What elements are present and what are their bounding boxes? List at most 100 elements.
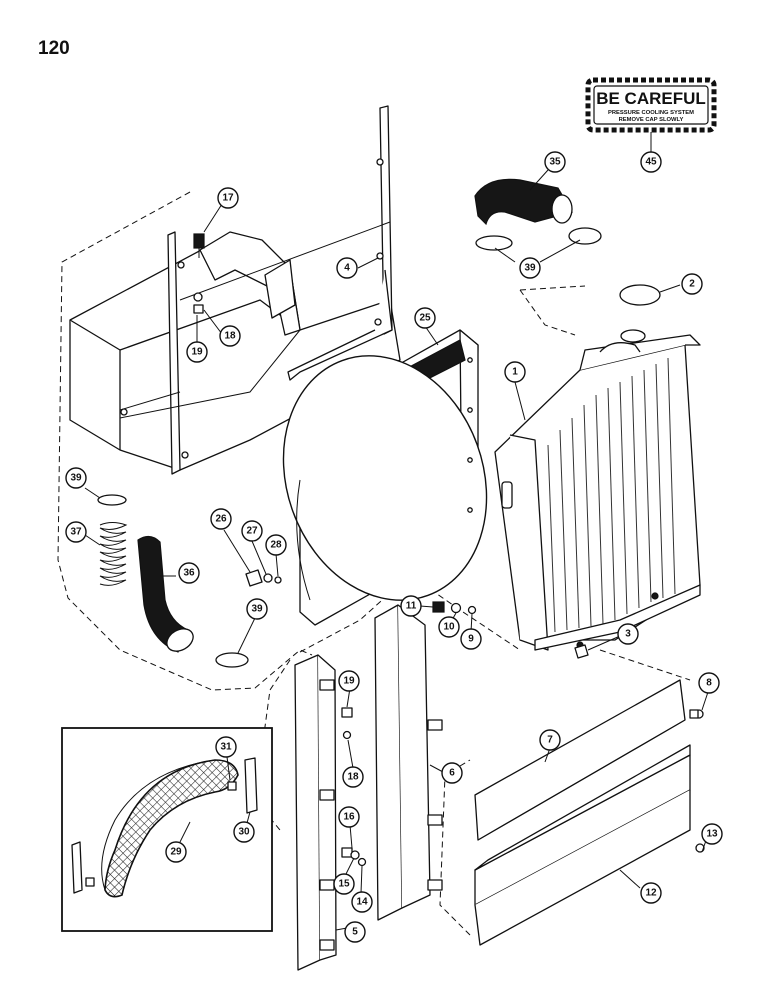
callout-label: 8 <box>706 678 712 689</box>
leader-lines <box>84 132 712 931</box>
callout-label: 36 <box>183 568 195 579</box>
callout-circle <box>344 921 366 943</box>
callout-label: 30 <box>238 827 250 838</box>
callout-18: 18 <box>219 325 241 347</box>
callout-1: 1 <box>504 361 526 383</box>
callout-27: 27 <box>241 520 263 542</box>
callout-circle <box>215 736 237 758</box>
drain-cock <box>574 644 589 659</box>
callout-26: 26 <box>210 508 232 530</box>
callout-label: 19 <box>343 676 355 687</box>
callout-label: 31 <box>220 742 232 753</box>
callout-label: 4 <box>344 263 350 274</box>
callout-19: 19 <box>186 341 208 363</box>
radiator-fasteners <box>432 601 477 615</box>
page-number: 120 <box>38 38 70 59</box>
callout-circle <box>441 762 463 784</box>
callout-circle <box>519 257 541 279</box>
hose-spring <box>97 494 128 586</box>
callout-label: 18 <box>347 772 359 783</box>
warning-decal: BE CAREFUL PRESSURE COOLING SYSTEM REMOV… <box>585 77 717 133</box>
callout-label: 13 <box>706 829 718 840</box>
callout-12: 12 <box>640 882 662 904</box>
callout-11: 11 <box>400 595 422 617</box>
callout-circle <box>701 823 723 845</box>
support-fasteners <box>341 707 367 867</box>
callout-39: 39 <box>65 467 87 489</box>
callout-label: 39 <box>251 604 263 615</box>
callout-circle <box>640 882 662 904</box>
side-support-left <box>294 654 337 971</box>
callout-label: 3 <box>625 629 631 640</box>
callout-label: 17 <box>222 193 234 204</box>
callout-label: 37 <box>70 527 82 538</box>
callout-layer: 45 35 39 2 17 4 18 19 25 1 39 37 26 27 28 36 11 10 9 39 3 19 1… <box>65 151 723 943</box>
callout-8: 8 <box>698 672 720 694</box>
side-support-right <box>374 604 443 921</box>
callout-label: 9 <box>468 634 474 645</box>
callout-circle <box>460 628 482 650</box>
radiator-cap <box>619 284 661 306</box>
callout-circle <box>698 672 720 694</box>
callout-circle <box>233 821 255 843</box>
callout-45: 45 <box>640 151 662 173</box>
callout-4: 4 <box>336 257 358 279</box>
callout-39: 39 <box>519 257 541 279</box>
callout-7: 7 <box>539 729 561 751</box>
callout-circle <box>400 595 422 617</box>
callout-label: 11 <box>406 601 417 612</box>
callout-28: 28 <box>265 534 287 556</box>
callout-circle <box>210 508 232 530</box>
callout-circle <box>338 670 360 692</box>
callout-circle <box>219 325 241 347</box>
callout-label: 19 <box>191 347 203 358</box>
callout-15: 15 <box>333 873 355 895</box>
callout-3: 3 <box>617 623 639 645</box>
callout-circle <box>504 361 526 383</box>
bottom-baffle <box>474 744 705 946</box>
upper-hose <box>474 178 602 251</box>
callout-17: 17 <box>217 187 239 209</box>
callout-label: 12 <box>645 888 657 899</box>
callout-2: 2 <box>681 273 703 295</box>
callout-label: 25 <box>419 313 431 324</box>
shroud-bolts <box>245 569 282 587</box>
shroud-support-frame <box>69 105 401 475</box>
callout-label: 35 <box>549 157 561 168</box>
callout-35: 35 <box>544 151 566 173</box>
callout-label: 5 <box>352 927 358 938</box>
callout-label: 39 <box>524 263 536 274</box>
callout-5: 5 <box>344 921 366 943</box>
decal-line-2: REMOVE CAP SLOWLY <box>619 117 684 123</box>
callout-label: 18 <box>224 331 236 342</box>
decal-title: BE CAREFUL <box>596 89 706 108</box>
callout-label: 14 <box>356 897 368 908</box>
callout-label: 28 <box>270 540 282 551</box>
callout-label: 26 <box>215 514 227 525</box>
callout-circle <box>65 467 87 489</box>
callout-label: 39 <box>70 473 82 484</box>
callout-25: 25 <box>414 307 436 329</box>
callout-label: 16 <box>343 812 355 823</box>
callout-label: 10 <box>443 622 455 633</box>
radiator <box>494 329 701 651</box>
callout-37: 37 <box>65 521 87 543</box>
callout-circle <box>265 534 287 556</box>
callout-circle <box>640 151 662 173</box>
callout-14: 14 <box>351 891 373 913</box>
callout-circle <box>333 873 355 895</box>
callout-label: 2 <box>689 279 695 290</box>
callout-circle <box>186 341 208 363</box>
callout-13: 13 <box>701 823 723 845</box>
callout-label: 45 <box>645 157 657 168</box>
frame-fasteners <box>193 233 205 314</box>
callout-circle <box>617 623 639 645</box>
callout-label: 27 <box>246 526 258 537</box>
callout-6: 6 <box>441 762 463 784</box>
callout-circle <box>246 598 268 620</box>
callout-30: 30 <box>233 821 255 843</box>
callout-circle <box>178 562 200 584</box>
callout-label: 6 <box>449 768 455 779</box>
callout-circle <box>351 891 373 913</box>
callout-10: 10 <box>438 616 460 638</box>
